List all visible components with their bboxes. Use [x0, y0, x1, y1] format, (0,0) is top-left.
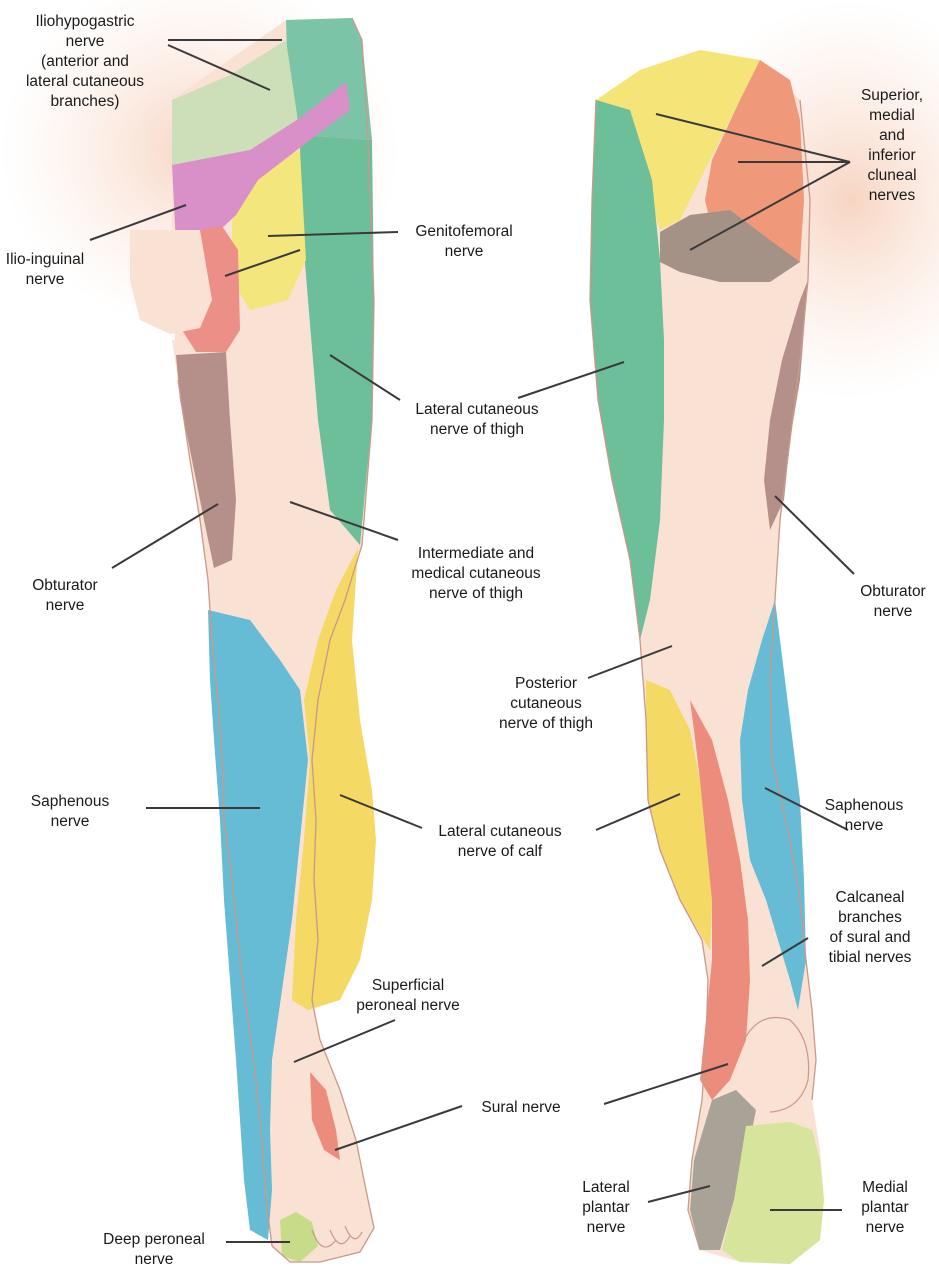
label-line: Saphenous	[22, 792, 118, 812]
label-line: branches	[806, 908, 934, 928]
label-line: Lateral	[566, 1178, 646, 1198]
label-line: Lateral cutaneous	[398, 400, 556, 420]
label-line: nerve	[22, 812, 118, 832]
label-line: medial	[846, 106, 938, 126]
label-line: nerve of thigh	[476, 714, 616, 734]
label-line: Deep peroneal	[84, 1230, 224, 1250]
label-deep-peroneal: Deep peronealnerve	[84, 1230, 224, 1270]
label-line: plantar	[840, 1198, 930, 1218]
label-line: nerves	[846, 186, 938, 206]
label-lateral-cutaneous-calf: Lateral cutaneousnerve of calf	[420, 822, 580, 862]
label-line: of sural and	[806, 928, 934, 948]
label-sural: Sural nerve	[462, 1098, 580, 1118]
label-line: nerve	[84, 1250, 224, 1270]
label-intermediate-medical: Intermediate andmedical cutaneousnerve o…	[396, 544, 556, 604]
label-line: cluneal	[846, 166, 938, 186]
label-line: (anterior and	[2, 52, 168, 72]
label-line: nerve	[566, 1218, 646, 1238]
label-line: nerve	[816, 816, 912, 836]
label-line: Obturator	[20, 576, 110, 596]
label-line: nerve	[848, 602, 938, 622]
label-line: Calcaneal	[806, 888, 934, 908]
label-line: lateral cutaneous	[2, 72, 168, 92]
label-line: nerve	[0, 270, 90, 290]
leader-obturator-back	[775, 496, 854, 574]
label-line: nerve of calf	[420, 842, 580, 862]
label-line: branches)	[2, 92, 168, 112]
label-line: Superficial	[340, 976, 476, 996]
label-line: nerve of thigh	[398, 420, 556, 440]
label-line: Iliohypogastric	[2, 12, 168, 32]
leader-sural-front	[335, 1106, 462, 1150]
label-line: Intermediate and	[396, 544, 556, 564]
label-line: Saphenous	[816, 796, 912, 816]
label-line: inferior	[846, 146, 938, 166]
label-line: Posterior	[476, 674, 616, 694]
label-line: Medial	[840, 1178, 930, 1198]
label-line: plantar	[566, 1198, 646, 1218]
label-line: Superior,	[846, 86, 938, 106]
label-line: nerve	[398, 242, 530, 262]
label-line: Ilio-inguinal	[0, 250, 90, 270]
label-line: Genitofemoral	[398, 222, 530, 242]
label-line: peroneal nerve	[340, 996, 476, 1016]
label-line: nerve	[840, 1218, 930, 1238]
label-line: Obturator	[848, 582, 938, 602]
label-line: nerve of thigh	[396, 584, 556, 604]
label-line: and	[846, 126, 938, 146]
anterior-leg	[0, 0, 400, 1262]
label-line: medical cutaneous	[396, 564, 556, 584]
label-line: cutaneous	[476, 694, 616, 714]
label-line: Lateral cutaneous	[420, 822, 580, 842]
label-line: nerve	[2, 32, 168, 52]
genital-skin	[130, 230, 212, 334]
label-line: nerve	[20, 596, 110, 616]
label-line: Sural nerve	[462, 1098, 580, 1118]
label-line: tibial nerves	[806, 948, 934, 968]
